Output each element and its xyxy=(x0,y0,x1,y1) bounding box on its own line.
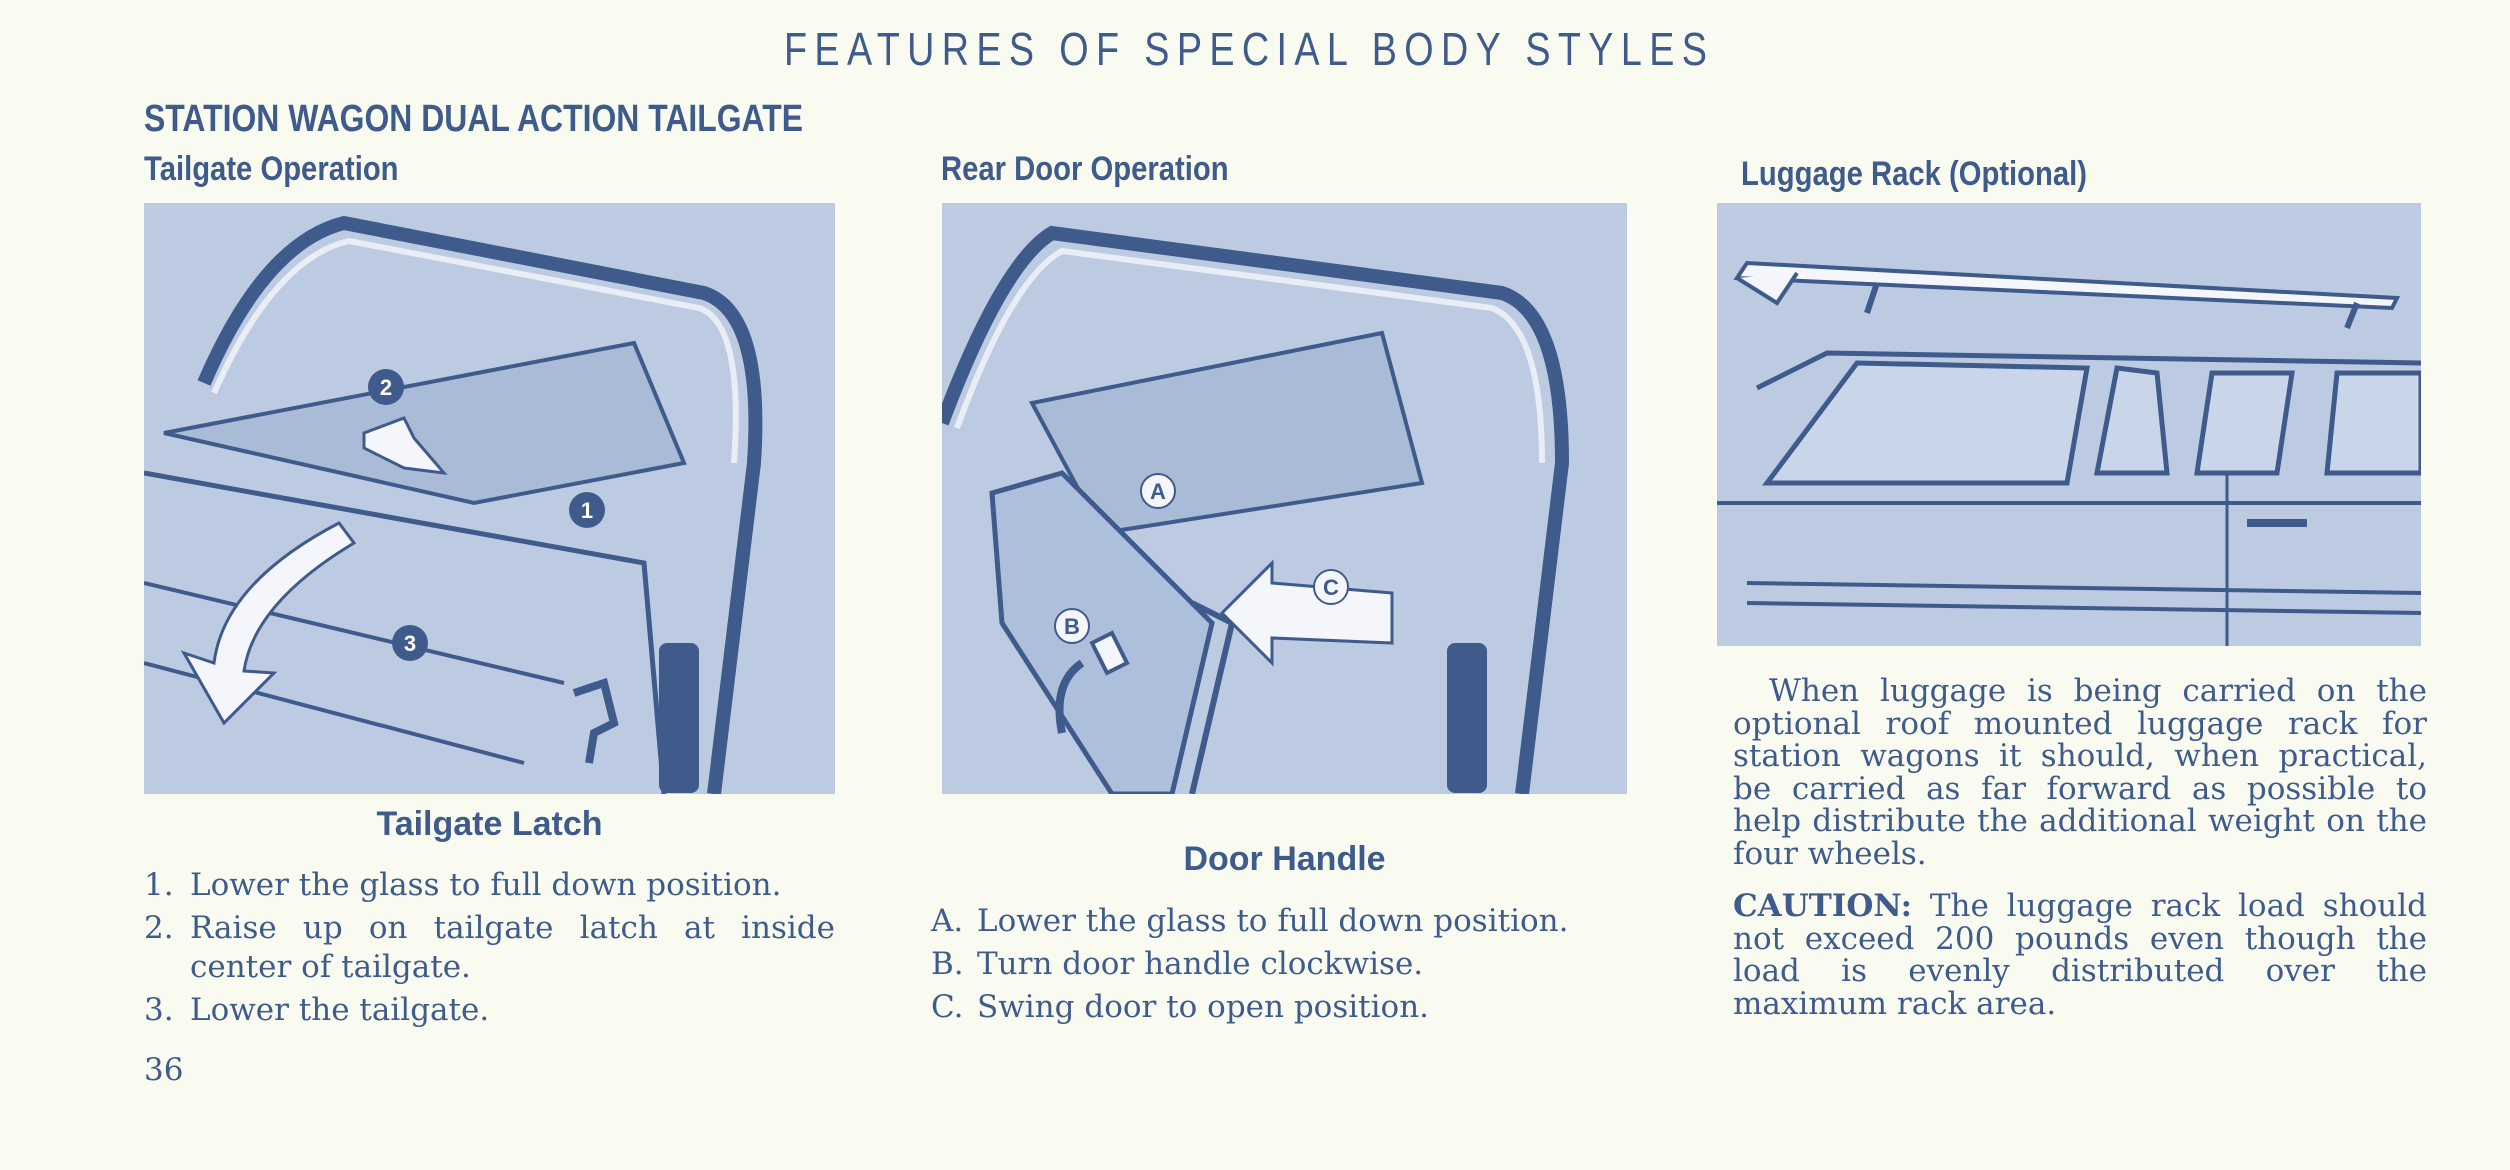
list-item: C. Swing door to open position. xyxy=(931,988,1651,1027)
svg-text:1: 1 xyxy=(581,498,593,523)
step-text: Swing door to open position. xyxy=(977,989,1430,1025)
step-text: Lower the tailgate. xyxy=(190,992,490,1028)
step-key: 3. xyxy=(144,992,174,1028)
rear-door-steps: A. Lower the glass to full down position.… xyxy=(931,902,1651,1031)
page-number: 36 xyxy=(144,1052,184,1088)
caution-label: CAUTION: xyxy=(1733,888,1913,924)
callout-1: 1 xyxy=(569,492,605,528)
page-title: FEATURES OF SPECIAL BODY STYLES xyxy=(784,23,1715,75)
luggage-rack-heading: Luggage Rack (Optional) xyxy=(1741,155,2088,193)
step-text: Lower the glass to full down position. xyxy=(977,903,1569,939)
step-text: Lower the glass to full down position. xyxy=(190,867,782,903)
tailgate-steps: 1. Lower the glass to full down position.… xyxy=(144,866,835,1034)
svg-text:2: 2 xyxy=(380,375,392,400)
caution-text: The luggage rack load should not exceed … xyxy=(1733,888,2427,1022)
callout-b: B xyxy=(1054,608,1090,644)
step-key: C. xyxy=(931,989,964,1025)
step-key: 2. xyxy=(144,910,174,946)
callout-c: C xyxy=(1313,569,1349,605)
step-text: Raise up on tailgate latch at inside cen… xyxy=(190,910,835,985)
caution-paragraph: CAUTION: The luggage rack load should no… xyxy=(1733,890,2427,1020)
tailgate-latch-caption: Tailgate Latch xyxy=(376,805,603,843)
svg-text:B: B xyxy=(1064,614,1080,639)
list-item: B. Turn door handle clockwise. xyxy=(931,945,1651,984)
luggage-rack-paragraph: When luggage is being carried on the opt… xyxy=(1733,675,2427,870)
rear-door-operation-heading: Rear Door Operation xyxy=(941,150,1229,188)
svg-text:3: 3 xyxy=(404,631,416,656)
list-item: 3. Lower the tailgate. xyxy=(144,991,835,1030)
svg-text:A: A xyxy=(1150,479,1166,504)
list-item: 1. Lower the glass to full down position. xyxy=(144,866,835,905)
tailgate-operation-heading: Tailgate Operation xyxy=(144,150,399,188)
rear-door-illustration: A B C xyxy=(942,203,1627,794)
svg-text:C: C xyxy=(1323,575,1339,600)
luggage-rack-text: When luggage is being carried on the opt… xyxy=(1733,673,2427,872)
step-text: Turn door handle clockwise. xyxy=(977,946,1424,982)
callout-3: 3 xyxy=(392,625,428,661)
list-item: 2. Raise up on tailgate latch at inside c… xyxy=(144,909,835,987)
tailgate-illustration: 2 1 3 xyxy=(144,203,835,794)
list-item: A. Lower the glass to full down position. xyxy=(931,902,1651,941)
step-key: A. xyxy=(931,903,964,939)
door-handle-caption: Door Handle xyxy=(1183,840,1386,878)
callout-a: A xyxy=(1140,473,1176,509)
step-key: B. xyxy=(931,946,964,982)
callout-2: 2 xyxy=(368,369,404,405)
luggage-rack-illustration xyxy=(1717,203,2421,646)
step-key: 1. xyxy=(144,867,174,903)
section-title: STATION WAGON DUAL ACTION TAILGATE xyxy=(144,98,804,140)
